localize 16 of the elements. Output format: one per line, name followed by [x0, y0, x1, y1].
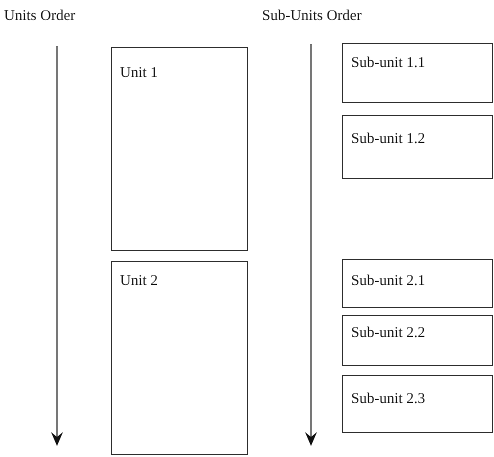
box-text: Unit 2 — [120, 272, 158, 290]
box-text: Sub-unit 2.2 — [351, 324, 426, 342]
column-heading: Sub-Units Order — [262, 7, 362, 25]
unit-box — [111, 47, 248, 251]
unit-box — [111, 261, 248, 455]
box-text: Sub-unit 2.1 — [351, 272, 426, 290]
unit-box — [342, 315, 493, 366]
box-text: Sub-unit 1.1 — [351, 54, 426, 72]
unit-box — [342, 259, 493, 308]
box-text: Sub-unit 1.2 — [351, 130, 426, 148]
unit-box — [342, 43, 493, 103]
unit-box — [342, 375, 493, 433]
box-text: Unit 1 — [120, 64, 158, 82]
box-text: Sub-unit 2.3 — [351, 390, 426, 408]
unit-box — [342, 115, 493, 179]
column-heading: Units Order — [4, 7, 76, 25]
